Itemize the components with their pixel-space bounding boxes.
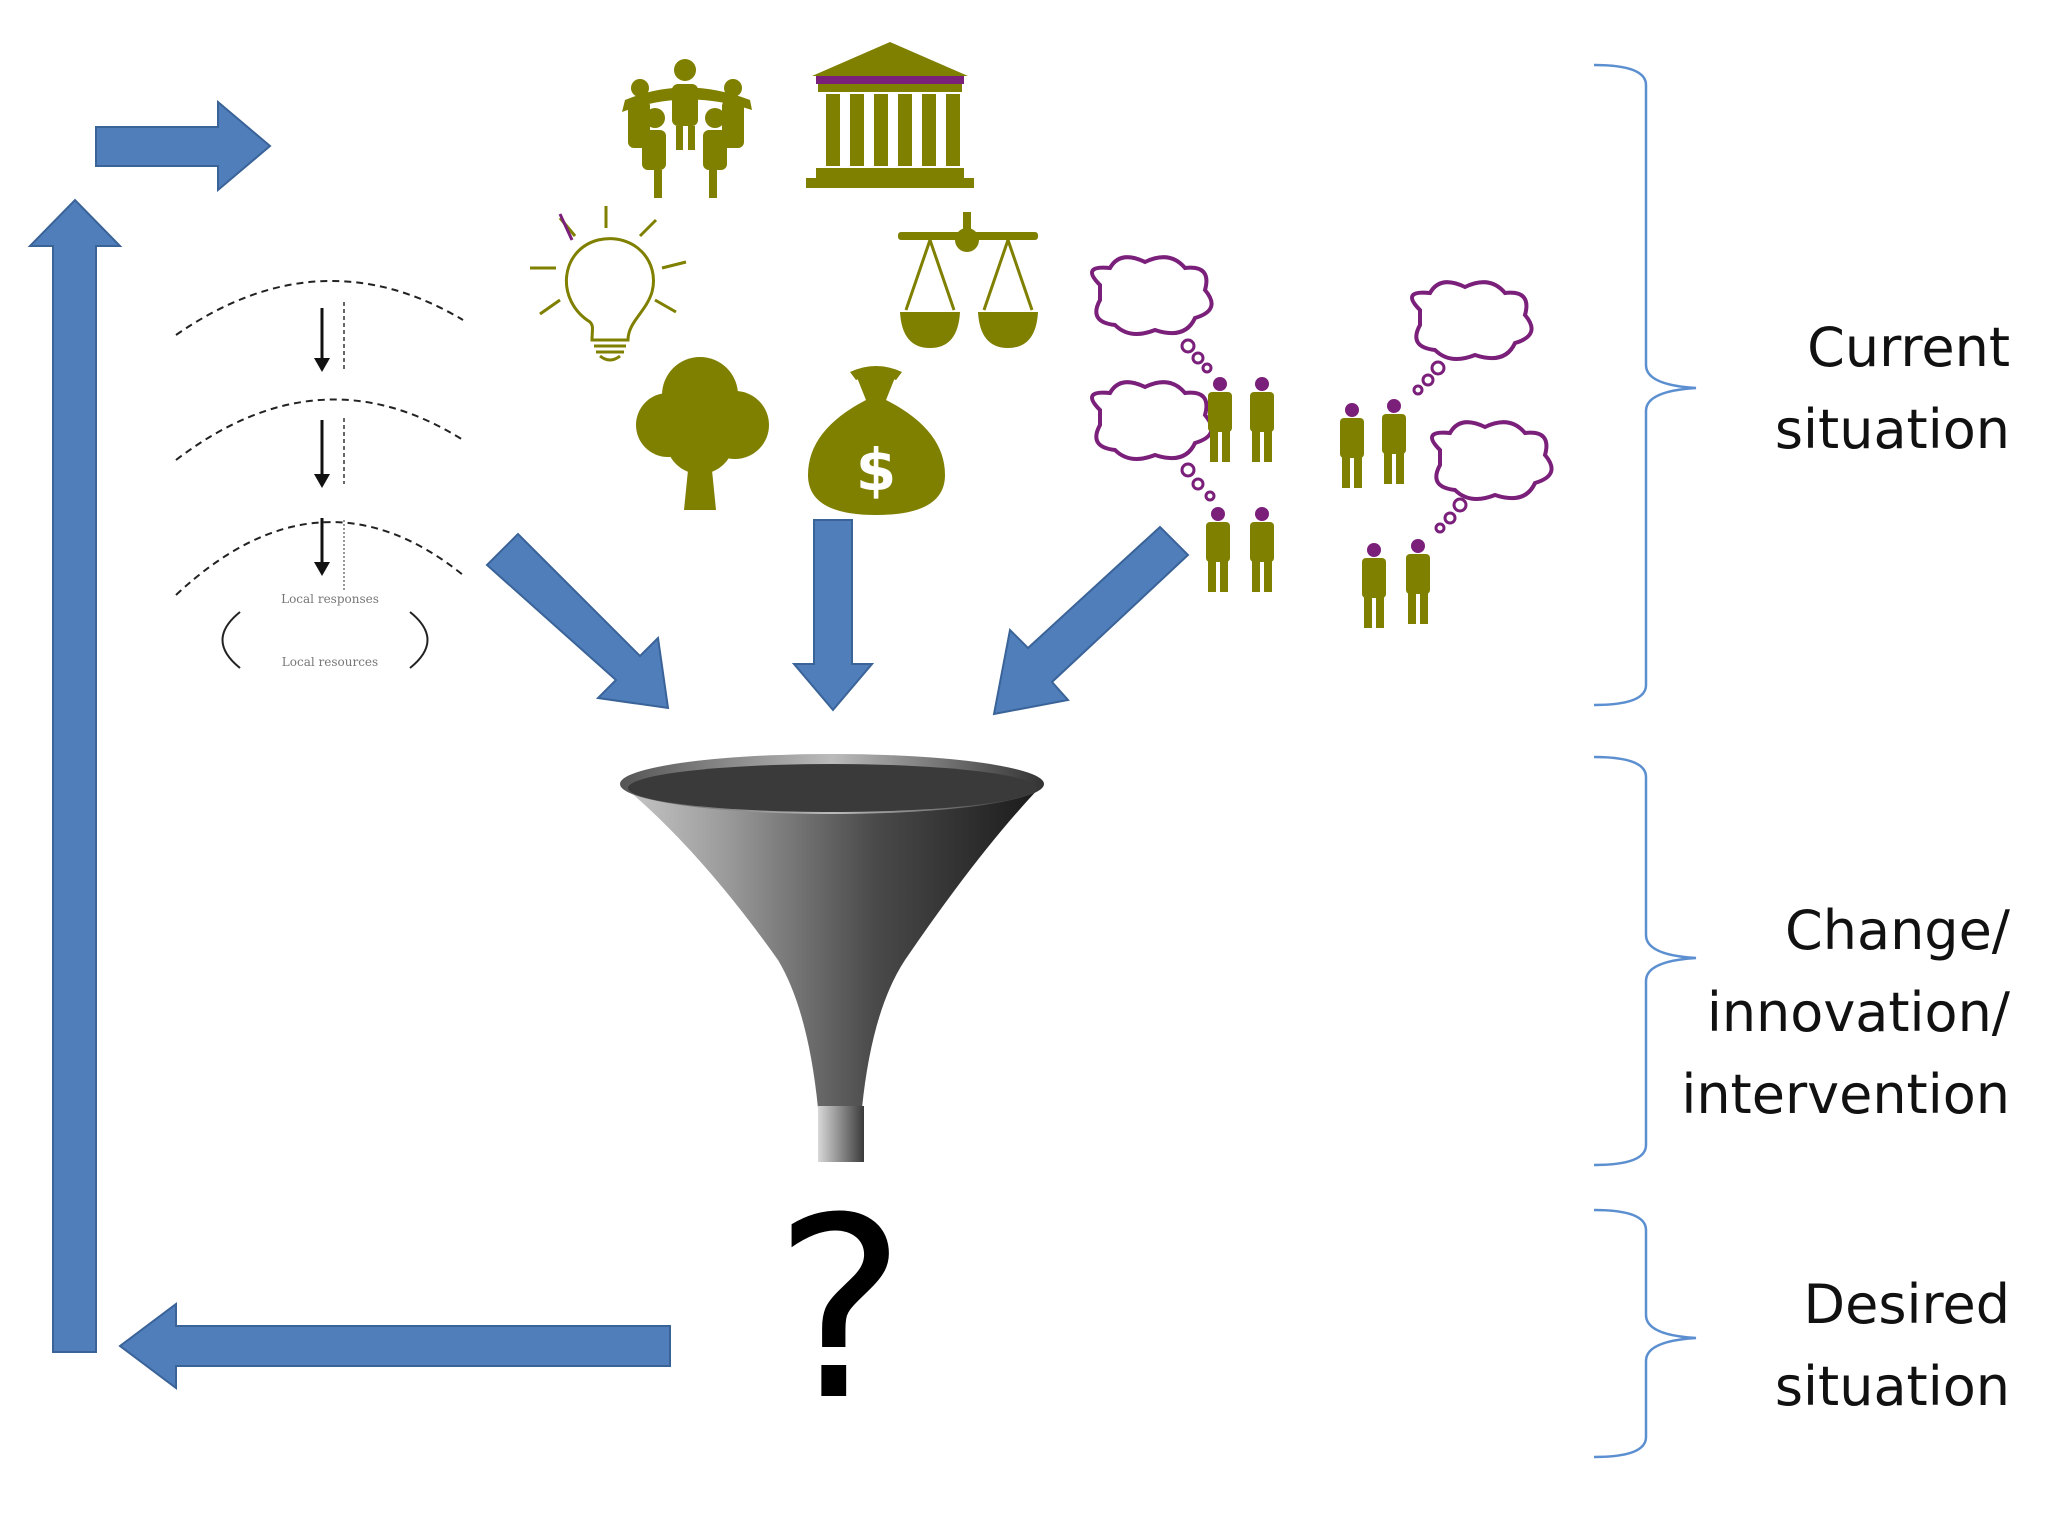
stage-label-line: intervention: [1681, 1063, 2010, 1126]
tree-icon: [636, 357, 769, 510]
people-thought-bubbles-icon: [1090, 255, 1554, 628]
stage-label-current: Current situation: [1775, 307, 2010, 471]
stage-label-line: Desired: [1803, 1273, 2010, 1336]
institution-building-icon: [806, 42, 974, 188]
outcome-question-mark: ?: [773, 1164, 907, 1455]
feedback-loop: [27, 99, 671, 1390]
stage-brackets: [1593, 63, 1697, 1459]
inset-top-label: Local responses: [281, 592, 379, 606]
input-arrow-right: [992, 525, 1190, 716]
stage-label-line: situation: [1774, 398, 2010, 461]
inset-bottom-label: Local resources: [282, 655, 378, 669]
input-arrow-left: [485, 532, 670, 710]
stage-label-line: Change/: [1785, 899, 2010, 962]
input-arrow-middle: [791, 519, 875, 712]
inset-figure: Local responses Local resources: [175, 279, 464, 669]
svg-text:$: $: [856, 436, 896, 504]
funnel-icon: [620, 754, 1044, 1162]
bracket-current: [1593, 63, 1697, 707]
stage-label-line: innovation/: [1706, 981, 2010, 1044]
feedback-left-arrow: [118, 1302, 671, 1390]
stage-label-change: Change/ innovation/ intervention: [1681, 890, 2010, 1136]
community-circle-icon: [622, 59, 752, 198]
stage-label-line: situation: [1774, 1355, 2010, 1418]
bracket-desired: [1593, 1208, 1697, 1459]
lightbulb-icon: [530, 206, 687, 362]
feedback-right-arrow: [95, 99, 272, 193]
stage-label-desired: Desired situation: [1775, 1264, 2010, 1428]
input-arrows: [485, 519, 1190, 716]
bracket-change: [1593, 755, 1697, 1167]
stage-label-line: Current: [1807, 316, 2010, 379]
lightbulb-spark: [558, 213, 574, 241]
money-bag-icon: $: [808, 366, 945, 515]
justice-scale-icon: [898, 212, 1038, 348]
feedback-up-arrow: [27, 198, 123, 1353]
